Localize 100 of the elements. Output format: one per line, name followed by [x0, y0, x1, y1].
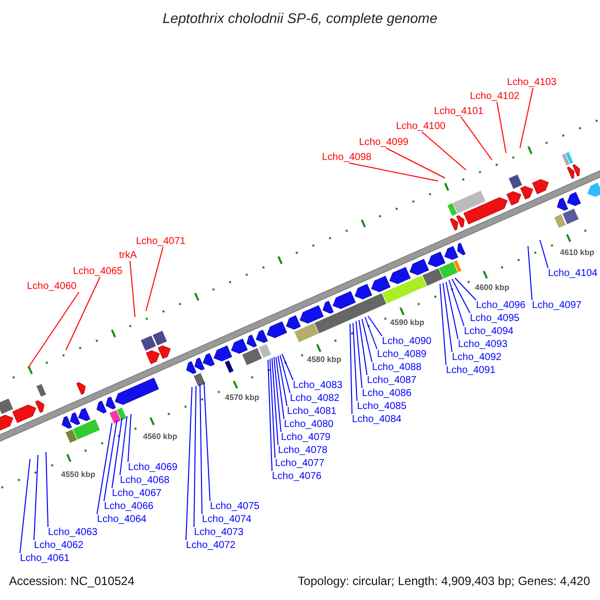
gene-label: Lcho_4065 [73, 266, 122, 277]
leader-line [452, 278, 470, 314]
gene-label: Lcho_4101 [434, 106, 484, 117]
leader-line [104, 420, 118, 502]
leader-line [282, 354, 294, 380]
leader-line [352, 322, 358, 402]
leader-line [146, 246, 164, 312]
gene-label: Lcho_4060 [27, 281, 76, 292]
footer-text: Topology: circular; Length: 4,909,403 bp; Genes: 4,420 [298, 574, 590, 588]
gene-label: Lcho_4072 [186, 540, 236, 551]
leader-line [34, 454, 38, 540]
gene-label: Lcho_4098 [322, 152, 372, 163]
leader-line [528, 246, 532, 300]
gene-label: Lcho_4082 [290, 393, 340, 404]
gene-label: Lcho_4100 [396, 121, 446, 132]
leader-line [280, 354, 290, 394]
scale-label: 4580 kbp [307, 355, 342, 364]
gene-label: Lcho_4088 [372, 362, 422, 373]
gene-label: Lcho_4096 [476, 300, 526, 311]
leader-line [350, 324, 352, 414]
scale-label: 4600 kbp [475, 283, 510, 292]
gene-label: Lcho_4064 [97, 514, 146, 525]
scale-label: 4610 kbp [560, 248, 594, 257]
leader-line [268, 360, 272, 472]
leader-line [442, 282, 452, 352]
gene-label: Lcho_4062 [34, 540, 84, 551]
leader-line [120, 416, 128, 476]
gene-label: Lcho_4084 [352, 414, 402, 425]
gene-label: Lcho_4099 [359, 137, 408, 148]
gene-label: Lcho_4079 [281, 432, 330, 443]
gene-label: Lcho_4068 [120, 475, 170, 486]
leader-line [460, 116, 492, 160]
leader-line [204, 382, 210, 502]
gene-label: Lcho_4073 [194, 527, 244, 538]
leader-line [422, 132, 466, 170]
leader-line [362, 318, 372, 362]
gene-label: Lcho_4093 [458, 339, 508, 350]
leader-line [520, 88, 534, 148]
gene-label: Lcho_4081 [287, 406, 336, 417]
leader-line [348, 162, 438, 182]
gene-label: Lcho_4102 [470, 91, 520, 102]
gene-label: Lcho_4104 [548, 268, 598, 279]
scale-label: 4560 kbp [143, 432, 178, 441]
leader-line [200, 384, 202, 514]
gene-label: trkA [119, 250, 137, 261]
scale-label: 4570 kbp [225, 393, 260, 402]
leader-line [274, 356, 282, 432]
scale-label: 4590 kbp [390, 318, 424, 327]
leader-line [112, 418, 122, 488]
gene-label: Lcho_4063 [48, 527, 98, 538]
gene-label: Lcho_4067 [112, 488, 162, 499]
leader-line [448, 280, 464, 326]
gene-label: Lcho_4078 [278, 445, 328, 456]
gene-label: Lcho_4091 [446, 365, 496, 376]
gene-label: Lcho_4092 [452, 352, 502, 363]
leader-line [358, 320, 368, 376]
leader-line [364, 316, 378, 350]
gene-label: Lcho_4076 [272, 471, 322, 482]
leader-line [276, 356, 284, 420]
leader-line [128, 414, 132, 462]
leader-line [20, 458, 30, 554]
gene-label: Lcho_4095 [470, 313, 520, 324]
gene-label: Lcho_4075 [210, 501, 260, 512]
gene-label: Lcho_4077 [275, 458, 324, 469]
leader-line [186, 386, 192, 540]
gene-label: Lcho_4097 [532, 300, 582, 311]
gene-label: Lcho_4083 [293, 380, 342, 391]
leader-line [446, 282, 458, 340]
leader-line [46, 452, 48, 528]
leader-line [440, 284, 446, 366]
leader-line [278, 356, 288, 406]
gene-label: Lcho_4066 [104, 501, 154, 512]
leader-line [194, 386, 196, 528]
gene-label: Lcho_4080 [284, 419, 334, 430]
leader-line [272, 358, 278, 446]
gene-label: Lcho_4103 [507, 77, 556, 88]
gene-label: Lcho_4071 [136, 236, 186, 247]
gene-label: Lcho_4074 [202, 514, 252, 525]
gene-label: Lcho_4085 [357, 401, 406, 412]
gene-label: Lcho_4086 [362, 388, 412, 399]
leader-line [66, 276, 100, 350]
gene-label: Lcho_4089 [377, 349, 426, 360]
leader-line [540, 240, 548, 268]
leader-line [386, 148, 446, 178]
gene-label: Lcho_4061 [20, 553, 70, 564]
leader-line [270, 358, 276, 458]
scale-label: 4550 kbp [61, 470, 96, 479]
leader-line [496, 102, 506, 154]
leader-line [368, 316, 382, 336]
title: Leptothrix cholodnii SP-6, complete genome [162, 9, 438, 27]
leader-line [28, 292, 80, 368]
gene-label: Lcho_4087 [367, 375, 416, 386]
gene-label: Lcho_4094 [464, 326, 514, 337]
gene-label: Lcho_4090 [382, 336, 432, 347]
leader-line [356, 320, 362, 388]
footer-text: Accession: NC_010524 [9, 574, 134, 588]
leader-line [130, 260, 136, 318]
leader-line [96, 422, 112, 514]
gene-label: Lcho_4069 [128, 462, 178, 473]
leader-line [454, 278, 476, 300]
